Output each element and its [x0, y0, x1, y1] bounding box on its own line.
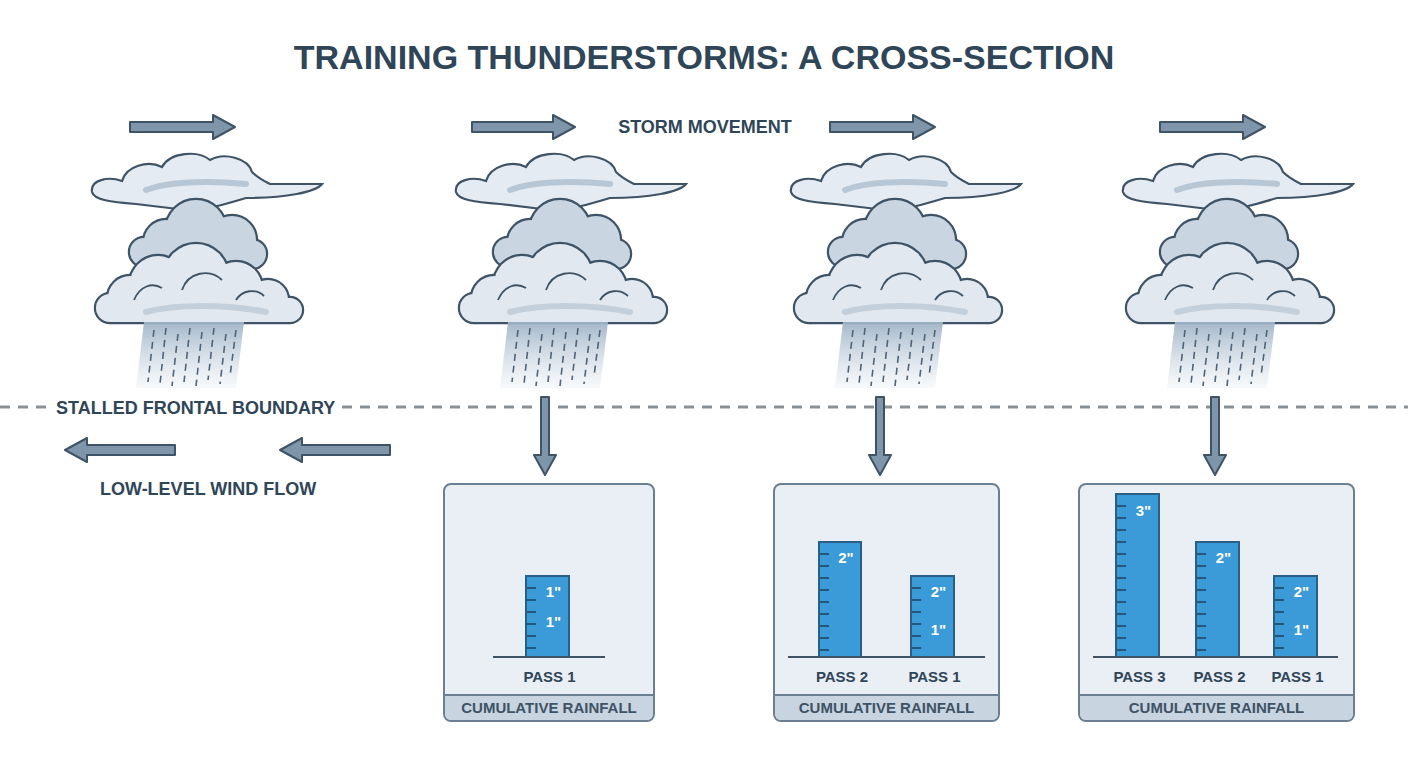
rainfall-amount: 2" — [832, 550, 860, 566]
annotation-label: STALLED FRONTAL BOUNDARY — [50, 398, 341, 418]
rain-gauge-bar: 2"1"PASS 1 — [1273, 575, 1318, 657]
rainfall-amount: 3" — [1129, 503, 1158, 519]
pass-label: PASS 2 — [1172, 669, 1267, 685]
pass-label: PASS 3 — [1092, 669, 1187, 685]
annotation-label: LOW-LEVEL WIND FLOW — [100, 479, 316, 499]
panel-caption: CUMULATIVE RAINFALL — [1080, 694, 1353, 720]
pass-label: PASS 1 — [502, 669, 597, 685]
annotation-label: STORM MOVEMENT — [585, 117, 825, 137]
rainfall-amount: 1" — [1287, 622, 1316, 638]
rain-gauge-bar: 2"PASS 2 — [818, 541, 862, 657]
rainfall-panel: CUMULATIVE RAINFALL3"PASS 32"PASS 22"1"P… — [1078, 483, 1355, 722]
rain-gauge-bar: 3"PASS 3 — [1115, 493, 1160, 657]
storm-cloud — [1123, 154, 1353, 388]
storm-cloud — [791, 154, 1021, 388]
rainfall-amount: 2" — [924, 584, 953, 600]
rain-gauge-bar: 2"PASS 2 — [1195, 541, 1240, 657]
storm-cloud — [456, 154, 686, 388]
rain-arrows — [534, 397, 1226, 475]
wind-arrows — [65, 438, 390, 462]
rainfall-amount: 1" — [539, 614, 568, 630]
pass-label: PASS 1 — [887, 669, 982, 685]
rainfall-panel: CUMULATIVE RAINFALL 1" 1" PASS 1 — [443, 483, 655, 722]
diagram-title: TRAINING THUNDERSTORMS: A CROSS-SECTION — [0, 38, 1408, 77]
storm-cloud — [92, 154, 322, 388]
rainfall-amount: 1" — [924, 622, 953, 638]
panel-caption: CUMULATIVE RAINFALL — [445, 694, 653, 720]
rainfall-amount: 1" — [539, 584, 568, 600]
panel-caption: CUMULATIVE RAINFALL — [775, 694, 998, 720]
rain-gauge-bar: 1"1"PASS 1 — [525, 575, 570, 657]
rainfall-panel: CUMULATIVE RAINFALL2"PASS 22"1"PASS 1 — [773, 483, 1000, 722]
rainfall-amount: 2" — [1209, 550, 1238, 566]
rainfall-amount: 2" — [1287, 584, 1316, 600]
pass-label: PASS 1 — [1250, 669, 1345, 685]
movement-arrows — [130, 115, 1265, 139]
pass-label: PASS 2 — [795, 669, 889, 685]
rain-gauge-bar: 2"1"PASS 1 — [910, 575, 955, 657]
